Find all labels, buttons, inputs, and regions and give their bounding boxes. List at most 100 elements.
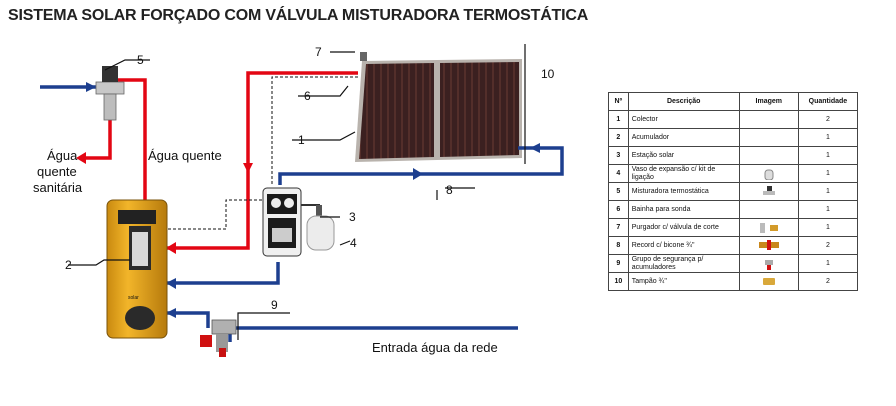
- cell-desc: Purgador c/ válvula de corte: [627, 218, 740, 237]
- cell-num: 8: [608, 236, 629, 255]
- return-pipe-arrow: [413, 168, 423, 180]
- cell-image: [738, 110, 799, 129]
- flow-arrow-down: [243, 163, 253, 173]
- cell-image: [738, 182, 799, 201]
- callout-3: 3: [349, 210, 356, 224]
- callout-4: 4: [350, 236, 357, 250]
- cell-num: 10: [608, 272, 629, 291]
- cell-image: [738, 146, 799, 165]
- cell-desc: Colector: [627, 110, 740, 129]
- callout-5: 5: [137, 53, 144, 67]
- cell-qty: 1: [797, 218, 859, 237]
- cell-qty: 1: [797, 164, 859, 183]
- cell-image: [738, 128, 799, 147]
- cell-qty: 2: [797, 110, 859, 129]
- label-agua-1: Água: [47, 148, 78, 163]
- solar-collector-1: [355, 60, 437, 162]
- cell-qty: 1: [797, 254, 859, 273]
- hot-water-arrow: [76, 152, 86, 164]
- cell-qty: 2: [797, 236, 859, 255]
- table-header-row: Nº Descrição Imagem Quantidade: [608, 92, 859, 111]
- solar-system-diagram: solar: [33, 44, 564, 357]
- callout-10: 10: [541, 67, 555, 81]
- cell-image: [738, 254, 799, 273]
- cell-qty: 2: [797, 272, 859, 291]
- cell-desc: Record c/ bicone ¾": [627, 236, 740, 255]
- expansion-vessel: [301, 204, 335, 251]
- solar-collector-2: [437, 59, 522, 160]
- cell-num: 5: [608, 182, 629, 201]
- mixing-valve-icon: [762, 185, 776, 197]
- cell-desc: Tampão ¾": [627, 272, 740, 291]
- callout-6: 6: [304, 89, 311, 103]
- cell-desc: Misturadora termostática: [627, 182, 740, 201]
- cell-image: [738, 236, 799, 255]
- cell-qty: 1: [797, 182, 859, 201]
- cell-num: 3: [608, 146, 629, 165]
- label-agua-quente: Água quente: [148, 148, 222, 163]
- col-header-desc: Descrição: [627, 92, 740, 111]
- cell-num: 2: [608, 128, 629, 147]
- callout-1: 1: [298, 133, 305, 147]
- storage-tank: solar: [106, 199, 168, 339]
- label-agua-2: quente: [37, 164, 77, 179]
- cap-icon: [761, 276, 777, 287]
- safety-group: [200, 319, 237, 357]
- cell-desc: Bainha para sonda: [627, 200, 740, 219]
- tank-inlet-arrow: [166, 242, 176, 254]
- cell-qty: 1: [797, 128, 859, 147]
- callout-9: 9: [271, 298, 278, 312]
- cell-desc: Acumulador: [627, 128, 740, 147]
- cell-qty: 1: [797, 200, 859, 219]
- sensor-line-collector: [271, 76, 358, 186]
- callout-7: 7: [315, 45, 322, 59]
- cell-qty: 1: [797, 146, 859, 165]
- fitting-icon: [758, 240, 780, 251]
- callout-8: 8: [446, 183, 453, 197]
- safety-group-icon: [763, 258, 775, 270]
- callout-2: 2: [65, 258, 72, 272]
- solar-flow-pipe: [166, 71, 358, 250]
- tank-return-arrow: [166, 278, 176, 289]
- cell-num: 1: [608, 110, 629, 129]
- expansion-vessel-icon: [764, 168, 774, 180]
- cold-inlet-arrow: [86, 82, 96, 92]
- cell-num: 7: [608, 218, 629, 237]
- col-header-image: Imagem: [738, 92, 799, 111]
- svg-text:solar: solar: [128, 295, 139, 301]
- cell-image: [738, 272, 799, 291]
- cell-desc: Grupo de segurança p/ acumuladores: [627, 254, 740, 273]
- cell-image: [738, 164, 799, 183]
- cell-num: 6: [608, 200, 629, 219]
- cell-image: [738, 218, 799, 237]
- label-entrada-agua-rede: Entrada água da rede: [372, 340, 498, 355]
- cell-image: [738, 200, 799, 219]
- cell-num: 4: [608, 164, 629, 183]
- solar-station: [262, 187, 302, 257]
- sensor-line-tank: [162, 199, 262, 230]
- cell-num: 9: [608, 254, 629, 273]
- cell-desc: Vaso de expansão c/ kit de ligação: [627, 164, 740, 183]
- return-arrow: [530, 143, 540, 153]
- label-agua-3: sanitária: [33, 180, 83, 195]
- air-vent-valve: [360, 52, 367, 61]
- thermostatic-mixing-valve: [95, 66, 125, 121]
- page-title: SISTEMA SOLAR FORÇADO COM VÁLVULA MISTUR…: [8, 7, 589, 24]
- air-vent-icon: [758, 222, 780, 233]
- col-header-qty: Quantidade: [797, 92, 859, 111]
- col-header-num: Nº: [608, 92, 629, 111]
- mains-arrow: [166, 308, 176, 318]
- callout-leaders: [68, 44, 526, 340]
- cell-desc: Estação solar: [627, 146, 740, 165]
